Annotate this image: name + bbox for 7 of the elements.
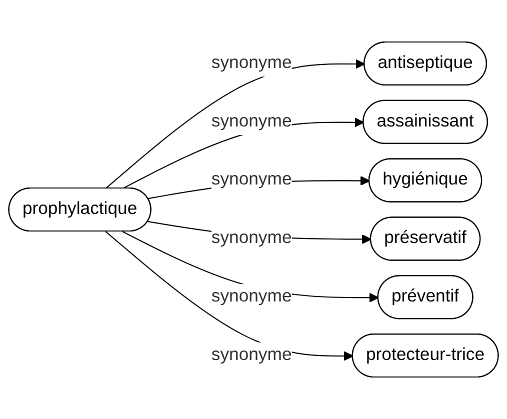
edge-label: synonyme [211,228,292,248]
edge-label: synonyme [211,346,292,364]
edge-label: synonyme [211,112,292,131]
edge-label: synonyme [211,170,292,190]
arrow [105,231,354,361]
edge-label: synonyme [211,54,292,72]
edge-label: synonyme [211,287,292,306]
